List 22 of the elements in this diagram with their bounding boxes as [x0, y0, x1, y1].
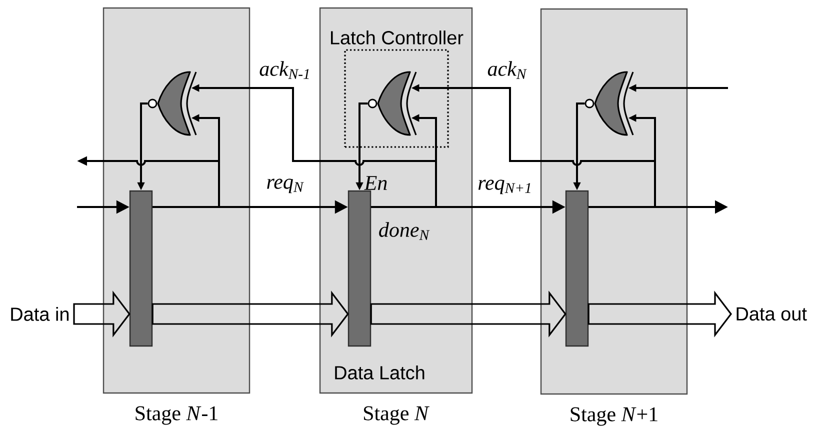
- xnor-gate: [368, 71, 417, 136]
- bus-arrow: [370, 290, 566, 338]
- signal-label: done$_{N}$: [379, 222, 430, 240]
- bus-arrow: [588, 290, 732, 338]
- xnor-gate: [148, 71, 197, 136]
- bus-arrow: [152, 290, 349, 338]
- edge-label: req$_{N}$: [267, 178, 304, 194]
- edge-label: req$_{N+1}$: [478, 180, 530, 194]
- stage-label: Stage N-1: [136, 406, 218, 425]
- stage-label: Stage N: [364, 406, 430, 425]
- edge-label: ack$_{N-1}$: [260, 61, 309, 79]
- controller-heading: Latch Controller: [331, 30, 464, 44]
- port-label: Data in: [11, 307, 69, 321]
- edge-label: ack$_{N}$: [488, 61, 527, 79]
- port-label: Data out: [736, 307, 807, 321]
- pin-label: En: [364, 176, 387, 190]
- latch-caption: Data Latch: [335, 366, 424, 380]
- xnor-gate: [584, 71, 634, 136]
- latch-bar: [129, 190, 153, 347]
- latch-bar: [565, 190, 589, 347]
- stage-label: Stage N+1: [570, 407, 658, 426]
- bus-arrow: [73, 290, 130, 338]
